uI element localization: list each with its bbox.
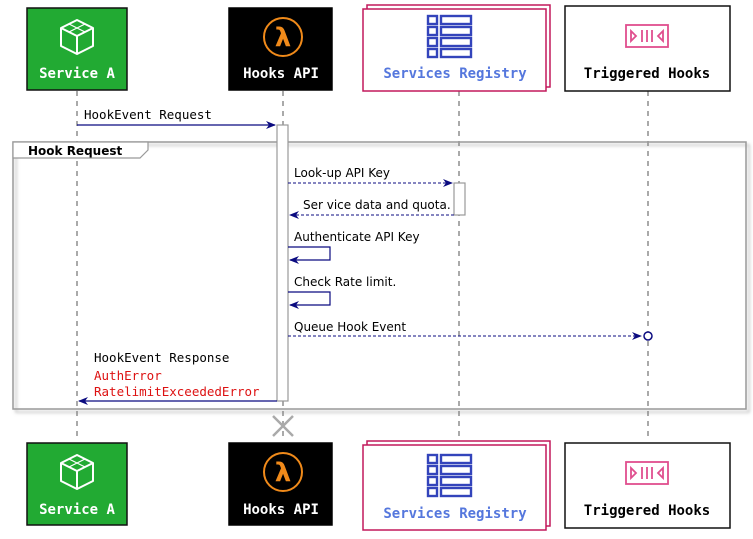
- queue-icon: [625, 24, 669, 48]
- message-queue-event: Queue Hook Event: [294, 320, 406, 334]
- participant-label: Services Registry: [383, 66, 527, 82]
- participant-label: Service A: [39, 66, 115, 82]
- participant-label: Service A: [39, 502, 115, 518]
- participant-services-registry-bottom: Services Registry: [362, 440, 551, 531]
- activation-services-registry: [453, 182, 466, 216]
- activation-hooks-api: [276, 124, 289, 402]
- lambda-icon: λ: [263, 17, 303, 57]
- message-response: HookEvent Response: [94, 350, 229, 365]
- table-list-icon: [426, 14, 473, 59]
- participant-services-registry-top: Services Registry: [362, 4, 551, 92]
- message-auth-error: AuthError: [94, 368, 162, 383]
- group-hook-request: Hook Request: [12, 141, 747, 410]
- participant-triggered-hooks-bottom: Triggered Hooks: [564, 442, 731, 529]
- async-endpoint: [643, 331, 653, 341]
- destroy-marker: [272, 415, 294, 437]
- message-ratelimit-error: RatelimitExceededError: [94, 384, 260, 399]
- arrow-check-rate: [288, 291, 331, 309]
- svg-text:λ: λ: [275, 23, 291, 53]
- participant-label: Hooks API: [243, 502, 319, 518]
- participant-label: Triggered Hooks: [584, 503, 710, 519]
- message-service-data: Ser vice data and quota.: [303, 198, 451, 212]
- message-lookup-api-key: Look-up API Key: [294, 166, 390, 180]
- participant-label: Hooks API: [243, 66, 319, 82]
- message-hookevent-request: HookEvent Request: [84, 107, 212, 122]
- participant-hooks-api-top: λ Hooks API: [228, 7, 333, 91]
- participant-service-a-top: Service A: [26, 7, 128, 91]
- message-authenticate: Authenticate API Key: [294, 230, 420, 244]
- arrow-authenticate: [288, 246, 331, 264]
- message-check-rate: Check Rate limit.: [294, 275, 396, 289]
- participant-hooks-api-bottom: λ Hooks API: [228, 442, 333, 526]
- queue-icon: [625, 461, 669, 485]
- cube-icon: [60, 19, 94, 55]
- table-list-icon: [426, 453, 473, 498]
- participant-service-a-bottom: Service A: [26, 442, 128, 526]
- group-label: Hook Request: [28, 144, 122, 158]
- lambda-icon: λ: [263, 452, 303, 492]
- participant-label: Triggered Hooks: [584, 66, 710, 82]
- participant-triggered-hooks-top: Triggered Hooks: [564, 5, 731, 92]
- participant-label: Services Registry: [383, 506, 527, 522]
- svg-text:λ: λ: [275, 458, 291, 488]
- cube-icon: [60, 454, 94, 490]
